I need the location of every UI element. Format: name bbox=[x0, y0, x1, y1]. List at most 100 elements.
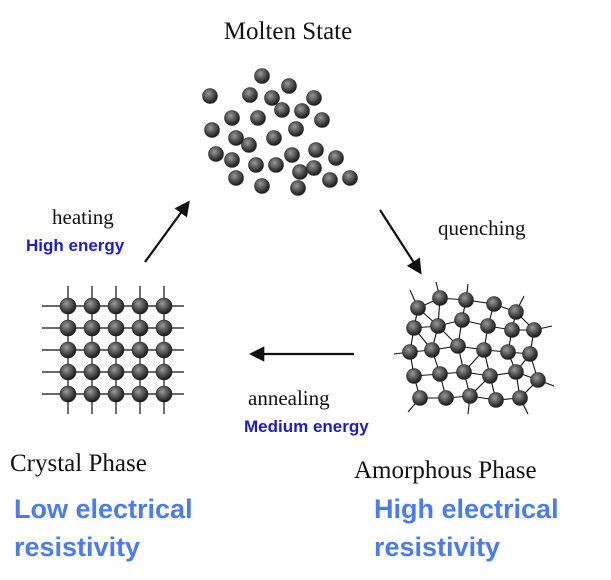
crystal-phase-title: Crystal Phase bbox=[10, 450, 147, 477]
amorphous-property-line2: resistivity bbox=[374, 532, 500, 562]
crystal-lattice bbox=[42, 286, 184, 414]
molten-atom bbox=[322, 172, 338, 188]
amorphous-atom bbox=[488, 392, 504, 408]
crystal-atom bbox=[59, 341, 77, 359]
crystal-atom bbox=[155, 363, 173, 381]
heating-arrow bbox=[144, 200, 190, 263]
crystal-atom bbox=[131, 297, 149, 315]
molten-atom bbox=[294, 103, 310, 119]
crystal-atom bbox=[155, 385, 173, 403]
molten-atom bbox=[224, 110, 240, 126]
crystal-atom bbox=[155, 319, 173, 337]
amorphous-atom bbox=[412, 390, 428, 406]
crystal-atom bbox=[83, 341, 101, 359]
quenching-arrow bbox=[379, 209, 422, 275]
molten-atom bbox=[268, 157, 284, 173]
molten-atom bbox=[228, 170, 244, 186]
molten-atom bbox=[274, 102, 290, 118]
molten-atom bbox=[228, 130, 244, 146]
crystal-atom bbox=[59, 297, 77, 315]
heating-energy-label: High energy bbox=[26, 236, 125, 255]
amorphous-atom bbox=[430, 318, 446, 334]
molten-atom bbox=[308, 142, 324, 158]
molten-atom bbox=[306, 90, 322, 106]
molten-atom bbox=[342, 170, 358, 186]
amorphous-atom bbox=[406, 368, 422, 384]
amorphous-atom bbox=[462, 388, 478, 404]
amorphous-atom bbox=[512, 390, 528, 406]
amorphous-atom bbox=[424, 342, 440, 358]
amorphous-atom bbox=[526, 322, 542, 338]
amorphous-atom bbox=[504, 322, 520, 338]
molten-atom bbox=[204, 122, 220, 138]
amorphous-atom bbox=[402, 344, 418, 360]
molten-atom bbox=[254, 68, 270, 84]
molten-atom bbox=[281, 78, 297, 94]
amorphous-atom bbox=[450, 338, 466, 354]
quenching-label: quenching bbox=[438, 216, 526, 240]
molten-atom bbox=[250, 110, 266, 126]
crystal-atom bbox=[131, 363, 149, 381]
crystal-atom bbox=[107, 385, 125, 403]
amorphous-atom bbox=[486, 296, 502, 312]
amorphous-atom bbox=[454, 312, 470, 328]
amorphous-phase-title: Amorphous Phase bbox=[354, 457, 537, 484]
amorphous-atom bbox=[522, 346, 538, 362]
molten-atom bbox=[266, 130, 282, 146]
molten-atom bbox=[284, 147, 300, 163]
crystal-atom bbox=[107, 319, 125, 337]
molten-atom bbox=[208, 146, 224, 162]
molten-state-title: Molten State bbox=[224, 18, 352, 45]
molten-atom bbox=[306, 160, 322, 176]
amorphous-atom bbox=[456, 364, 472, 380]
amorphous-atom bbox=[480, 318, 496, 334]
molten-atom bbox=[292, 164, 308, 180]
molten-atom bbox=[290, 180, 306, 196]
molten-atom bbox=[248, 157, 264, 173]
molten-atom bbox=[264, 90, 280, 106]
crystal-atom bbox=[155, 341, 173, 359]
crystal-atom bbox=[107, 363, 125, 381]
amorphous-atom bbox=[432, 366, 448, 382]
annealing-label: annealing bbox=[248, 386, 330, 410]
molten-atom bbox=[242, 87, 258, 103]
molten-atom bbox=[288, 121, 304, 137]
crystal-atom bbox=[83, 297, 101, 315]
amorphous-atom bbox=[508, 304, 524, 320]
amorphous-atom bbox=[406, 320, 422, 336]
amorphous-atom bbox=[458, 292, 474, 308]
amorphous-atom bbox=[530, 372, 546, 388]
amorphous-network bbox=[393, 281, 555, 415]
molten-atom-cluster bbox=[202, 68, 358, 196]
crystal-atom bbox=[59, 319, 77, 337]
amorphous-atom bbox=[476, 342, 492, 358]
crystal-atom bbox=[83, 319, 101, 337]
crystal-property-line1: Low electrical bbox=[14, 494, 193, 524]
crystal-atom bbox=[155, 297, 173, 315]
crystal-atom bbox=[131, 385, 149, 403]
amorphous-atom bbox=[410, 300, 426, 316]
molten-atom bbox=[202, 88, 218, 104]
amorphous-atom bbox=[432, 290, 448, 306]
amorphous-atom bbox=[482, 368, 498, 384]
molten-atom bbox=[328, 150, 344, 166]
crystal-atom bbox=[59, 385, 77, 403]
amorphous-atom bbox=[508, 364, 524, 380]
crystal-atom bbox=[59, 363, 77, 381]
crystal-atom bbox=[83, 363, 101, 381]
molten-atom bbox=[314, 112, 330, 128]
heating-label: heating bbox=[52, 205, 114, 229]
amorphous-property-line1: High electrical bbox=[374, 494, 559, 524]
molten-atom bbox=[254, 178, 270, 194]
molten-atom bbox=[241, 137, 257, 153]
molten-atom bbox=[224, 152, 240, 168]
crystal-atom bbox=[131, 319, 149, 337]
amorphous-atom bbox=[438, 390, 454, 406]
annealing-energy-label: Medium energy bbox=[244, 417, 369, 436]
amorphous-atom bbox=[500, 344, 516, 360]
crystal-atom bbox=[131, 341, 149, 359]
crystal-property-line2: resistivity bbox=[14, 532, 140, 562]
crystal-atom bbox=[107, 341, 125, 359]
crystal-atom bbox=[83, 385, 101, 403]
